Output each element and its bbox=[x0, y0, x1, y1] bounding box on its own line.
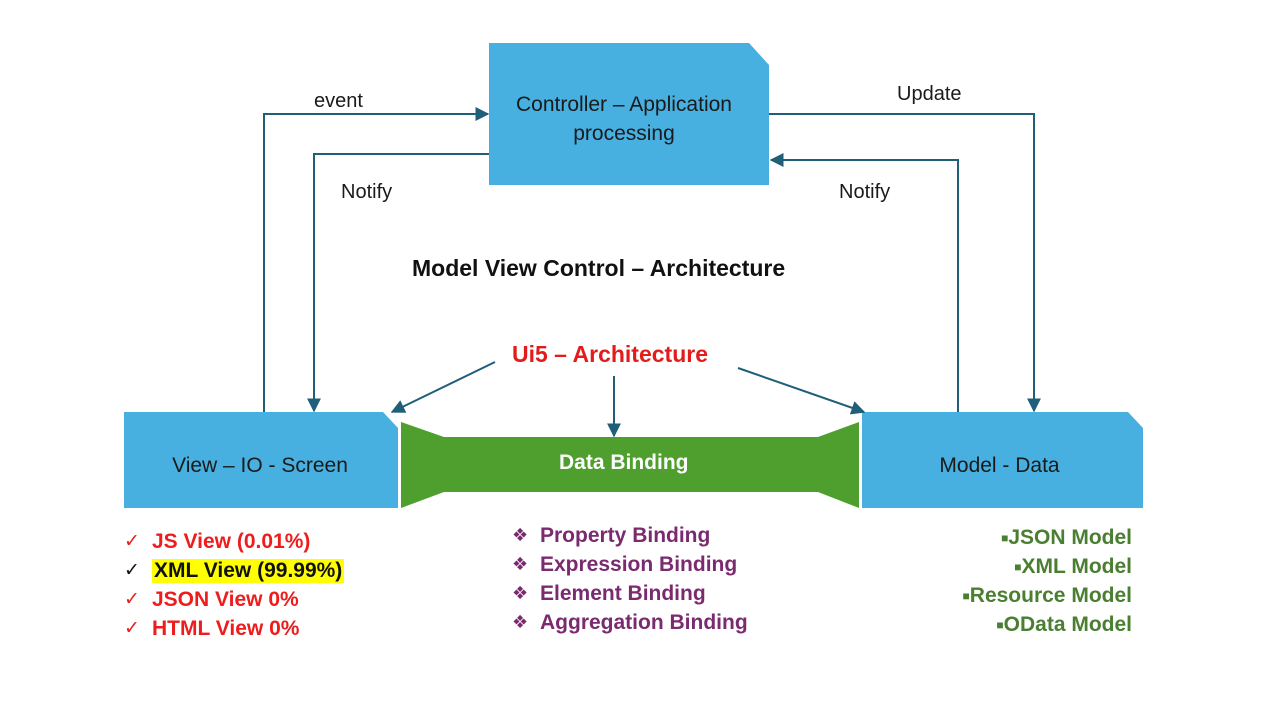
binding-types-list: ❖Property Binding ❖Expression Binding ❖E… bbox=[512, 521, 748, 637]
event-arrow bbox=[263, 107, 490, 412]
list-item: ❖Property Binding bbox=[512, 523, 711, 547]
list-item: ■OData Model bbox=[900, 610, 1132, 639]
view-box bbox=[124, 412, 398, 508]
notify-view-arrow bbox=[307, 153, 489, 413]
diamond-bullet-icon: ❖ bbox=[512, 612, 529, 632]
list-item: ■XML Model bbox=[900, 552, 1132, 581]
ui5-heading: Ui5 – Architecture bbox=[512, 341, 708, 367]
controller-label: Controller – Application processing bbox=[516, 93, 732, 145]
list-item: ■JSON Model bbox=[900, 523, 1132, 552]
ui5-to-model-arrow bbox=[737, 367, 866, 415]
data-binding-label: Data Binding bbox=[559, 451, 689, 474]
model-types-list: ■JSON Model ■XML Model ■Resource Model ■… bbox=[900, 523, 1132, 639]
list-item: ✓XML View (99.99%) bbox=[124, 558, 345, 583]
list-item: ✓JS View (0.01%) bbox=[124, 529, 311, 553]
view-types-list: ✓JS View (0.01%) ✓XML View (99.99%) ✓JSO… bbox=[124, 527, 345, 643]
diamond-bullet-icon: ❖ bbox=[512, 583, 529, 603]
diamond-bullet-icon: ❖ bbox=[512, 554, 529, 574]
check-icon: ✓ bbox=[124, 618, 140, 639]
data-binding-connector bbox=[401, 422, 859, 508]
notify-controller-label: Notify bbox=[839, 181, 891, 203]
check-icon: ✓ bbox=[124, 589, 140, 610]
event-label: event bbox=[314, 90, 363, 112]
view-label: View – IO - Screen bbox=[172, 453, 348, 477]
model-label: Model - Data bbox=[939, 453, 1060, 477]
controller-box bbox=[489, 43, 769, 185]
list-item: ❖Expression Binding bbox=[512, 552, 738, 576]
list-item: ■Resource Model bbox=[900, 581, 1132, 610]
notify-view-label: Notify bbox=[341, 181, 393, 203]
square-bullet-icon: ■ bbox=[1014, 559, 1022, 574]
list-item: ❖Element Binding bbox=[512, 581, 706, 605]
check-icon: ✓ bbox=[124, 560, 140, 581]
square-bullet-icon: ■ bbox=[1001, 530, 1009, 545]
update-arrow bbox=[769, 113, 1041, 413]
list-item: ✓JSON View 0% bbox=[124, 587, 299, 611]
model-box bbox=[862, 412, 1143, 508]
square-bullet-icon: ■ bbox=[996, 617, 1004, 632]
ui5-to-view-arrow bbox=[390, 361, 496, 413]
notify-controller-arrow bbox=[769, 153, 959, 412]
check-icon: ✓ bbox=[124, 531, 140, 552]
list-item: ❖Aggregation Binding bbox=[512, 610, 748, 634]
diamond-bullet-icon: ❖ bbox=[512, 525, 529, 545]
square-bullet-icon: ■ bbox=[962, 588, 970, 603]
list-item: ✓HTML View 0% bbox=[124, 616, 300, 640]
update-label: Update bbox=[897, 83, 962, 105]
mvc-heading: Model View Control – Architecture bbox=[412, 255, 786, 281]
